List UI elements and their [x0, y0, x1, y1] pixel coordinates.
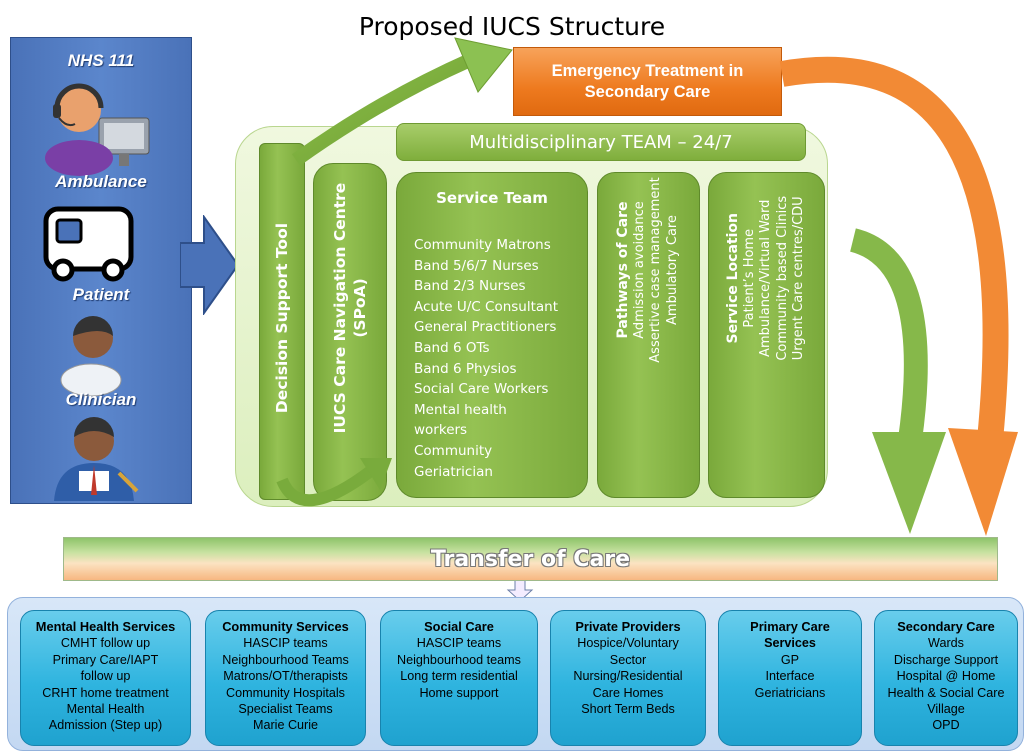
navigation-return-arrowhead — [360, 458, 392, 490]
service-box-line: Discharge Support — [893, 652, 999, 667]
service-team-member: Community — [414, 442, 493, 459]
service-box-line: Health & Social Care — [887, 685, 1005, 700]
transfer-down-arrow — [506, 579, 534, 602]
emergency-treatment-box: Emergency Treatment in Secondary Care — [513, 47, 782, 116]
service-team-title: Service Team — [436, 189, 548, 207]
transfer-of-care-label: Transfer of Care — [430, 546, 631, 572]
service-box-title: Private Providers — [575, 619, 681, 634]
service-team-member: Acute U/C Consultant — [414, 298, 559, 315]
access-routes-panel: NHS 111 Ambulance Patient Clinician — [10, 37, 192, 504]
service-box-line: CRHT home treatment — [42, 685, 169, 700]
service-box-line: Nursing/Residential — [573, 669, 683, 684]
service-team-member: Band 6 OTs — [414, 339, 490, 356]
emergency-to-transfer-arrowhead — [948, 428, 1018, 536]
clinician-icon — [54, 417, 139, 501]
escalation-arrow — [291, 53, 473, 166]
patient-icon — [60, 316, 122, 397]
service-box-line: Short Term Beds — [581, 702, 675, 717]
service-box-line: Matrons/OT/therapists — [223, 669, 348, 684]
service-box-line: Long term residential — [400, 669, 518, 684]
service-box-line: Hospice/Voluntary — [577, 636, 679, 651]
service-box-line: Sector — [609, 652, 647, 667]
diagram-title: Proposed IUCS Structure — [358, 12, 666, 41]
service-team-member: Mental health — [414, 401, 507, 418]
service-team-member: General Practitioners — [414, 319, 557, 336]
service-box-line: Interface — [765, 669, 815, 684]
intake-arrow — [180, 215, 240, 315]
service-box-secondary-care: Secondary Care Wards Discharge Support H… — [874, 610, 1018, 746]
service-team-member: Social Care Workers — [414, 381, 549, 398]
service-team-list: Community Matrons Band 5/6/7 Nurses Band… — [414, 235, 584, 482]
service-team-member: Geriatrician — [414, 463, 493, 480]
service-team-member: Band 6 Physios — [414, 360, 517, 377]
service-box-line: Community Hospitals — [226, 685, 345, 700]
role-label-clinician: Clinician — [65, 390, 137, 409]
service-box-title: Secondary Care — [897, 619, 995, 634]
pathways-of-care-column: Pathways of Care Admission avoidance Ass… — [597, 172, 700, 498]
service-box-social-care: Social Care HASCIP teams Neighbourhood t… — [380, 610, 538, 746]
escalation-arrowhead — [454, 37, 513, 93]
ambulance-icon — [43, 206, 134, 282]
service-box-line: Home support — [419, 685, 499, 700]
service-box-line: Care Homes — [592, 685, 664, 700]
service-box-mental-health: Mental Health Services CMHT follow up Pr… — [20, 610, 191, 746]
service-box-title: Mental Health Services — [35, 619, 176, 634]
service-box-primary-care: Primary Care Services GP Interface Geria… — [718, 610, 862, 746]
service-box-community: Community Services HASCIP teams Neighbou… — [205, 610, 366, 746]
service-box-line: Neighbourhood Teams — [222, 652, 349, 667]
service-box-line: Admission (Step up) — [48, 718, 163, 733]
service-team-column: Service Team Community Matrons Band 5/6/… — [396, 172, 588, 498]
service-box-line: Wards — [928, 636, 964, 651]
service-team-member: Community Matrons — [414, 237, 551, 253]
role-label-nhs111: NHS 111 — [67, 51, 135, 70]
service-box-private-providers: Private Providers Hospice/Voluntary Sect… — [550, 610, 706, 746]
service-box-line: Marie Curie — [252, 718, 319, 733]
transfer-of-care-bar: Transfer of Care — [63, 537, 998, 581]
service-box-line: OPD — [932, 718, 960, 733]
role-label-ambulance: Ambulance — [55, 172, 147, 191]
service-box-line: Hospital @ Home — [896, 669, 996, 684]
service-box-line: Village — [927, 702, 965, 717]
service-to-transfer-arrowhead — [872, 432, 946, 534]
service-box-line: CMHT follow up — [60, 636, 151, 651]
emergency-line2: Secondary Care — [584, 82, 711, 101]
navigation-return-arrow — [276, 465, 376, 507]
call-operator-icon — [45, 83, 150, 176]
multidisciplinary-team-bar: Multidisciplinary TEAM – 24/7 — [396, 123, 806, 161]
service-to-transfer-arrow — [849, 228, 928, 442]
service-box-line: follow up — [80, 669, 131, 684]
service-box-line: Primary Care/IAPT — [52, 652, 159, 667]
care-navigation-column: IUCS Care Navigation Centre (SPoA) — [313, 163, 387, 501]
decision-support-column: Decision Support Tool — [259, 143, 305, 500]
service-box-line: Geriatricians — [754, 685, 826, 700]
service-box-line: HASCIP teams — [243, 636, 328, 651]
service-box-title: Social Care — [424, 619, 494, 634]
service-team-member: Band 2/3 Nurses — [414, 278, 526, 295]
service-box-line: Specialist Teams — [238, 702, 333, 717]
emergency-line1: Emergency Treatment in — [551, 61, 744, 80]
role-label-patient: Patient — [72, 285, 130, 304]
service-team-member: Band 5/6/7 Nurses — [414, 257, 539, 274]
service-box-title: Primary Care — [750, 619, 830, 634]
service-box-line: Neighbourhood teams — [397, 652, 521, 667]
service-box-title-line2: Services — [764, 636, 816, 651]
emergency-to-transfer-arrow — [779, 56, 1009, 442]
service-box-title: Community Services — [222, 619, 349, 634]
service-box-line: GP — [780, 652, 800, 667]
service-box-line: HASCIP teams — [416, 636, 502, 651]
service-team-member: workers — [414, 422, 468, 439]
service-box-line: Mental Health — [66, 702, 145, 717]
service-location-column: Service Location Patient’s Home Ambulanc… — [708, 172, 825, 498]
